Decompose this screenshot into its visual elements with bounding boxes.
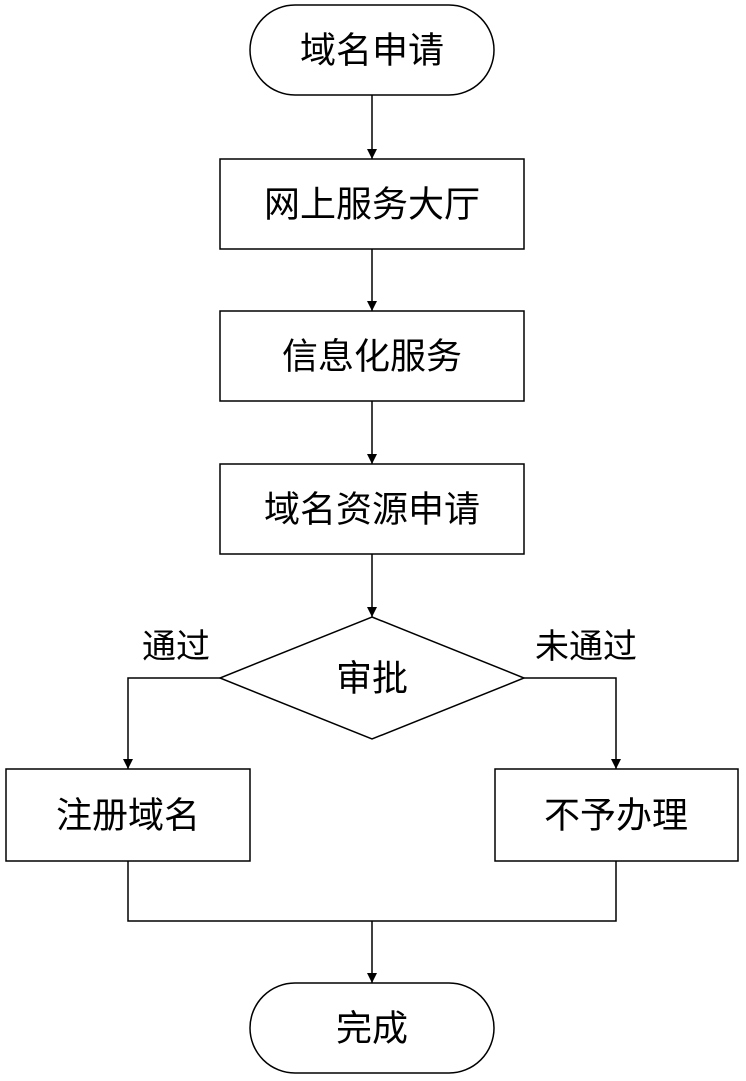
reject-node: 不予办理: [494, 768, 739, 862]
reject-node-label: 不予办理: [544, 796, 688, 837]
review-decision-shape: [217, 616, 527, 740]
arrow-review-to-register: [123, 677, 220, 769]
finish-node-label: 完成: [336, 1009, 408, 1050]
start-node-label: 域名申请: [300, 31, 444, 72]
fail-edge-label: 未通过: [535, 627, 637, 667]
info-service-node-label: 信息化服务: [282, 337, 462, 378]
resource-apply-node: 域名资源申请: [219, 463, 525, 555]
register-node-shape: [5, 768, 251, 862]
online-hall-node-shape: [219, 158, 525, 250]
resource-apply-node-label: 域名资源申请: [264, 490, 480, 531]
reject-node-shape: [494, 768, 739, 862]
review-decision-label: 审批: [336, 659, 408, 700]
start-node: 域名申请: [249, 4, 495, 96]
arrow-review-to-reject: [524, 677, 621, 769]
review-decision-node: 审批: [217, 616, 527, 740]
finish-node-shape: [249, 982, 495, 1074]
info-service-node: 信息化服务: [219, 310, 525, 402]
resource-apply-node-shape: [219, 463, 525, 555]
online-hall-node: 网上服务大厅: [219, 158, 525, 250]
register-node: 注册域名: [5, 768, 251, 862]
merge-connector: [127, 861, 617, 922]
online-hall-node-label: 网上服务大厅: [264, 185, 480, 226]
finish-node: 完成: [249, 982, 495, 1074]
pass-edge-label: 通过: [142, 627, 210, 667]
register-node-label: 注册域名: [56, 796, 200, 837]
